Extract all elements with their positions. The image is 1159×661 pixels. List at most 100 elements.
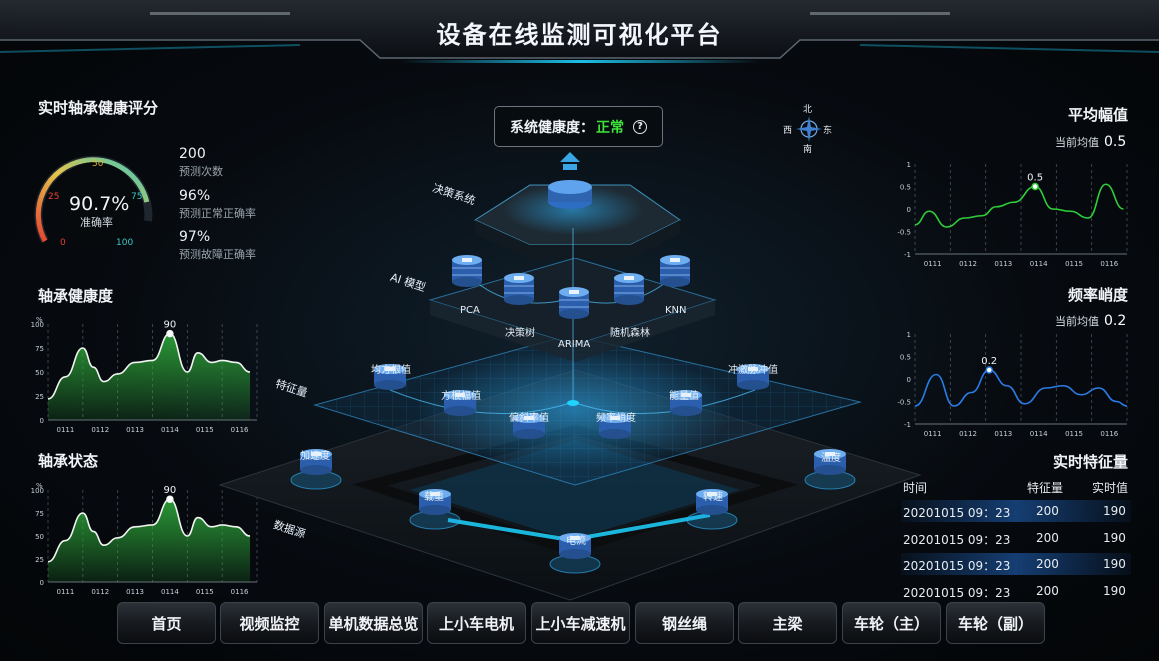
nav-trolley-motor[interactable]: 上小车电机: [427, 602, 526, 644]
compass-north: 北: [803, 105, 813, 115]
table-cell-feature: 200: [1036, 504, 1059, 518]
annotation-point[interactable]: [1031, 182, 1039, 191]
series-area: [48, 333, 251, 420]
amp-current-label: 当前均值: [1055, 136, 1099, 149]
gauge-tick-75: 75: [131, 192, 143, 202]
header-frame: [0, 0, 1159, 63]
y-tick-label: 0.5: [900, 354, 911, 362]
nav-wire-rope[interactable]: 钢丝绳: [635, 602, 734, 644]
stat-fault-label: 预测故障正确率: [179, 248, 256, 261]
nav-wheel-aux[interactable]: 车轮（副）: [946, 602, 1045, 644]
y-tick-label: 0: [907, 206, 911, 214]
table-cell-value: 190: [1103, 584, 1126, 598]
table-title: 实时特征量: [1053, 453, 1129, 471]
series-line: [47, 498, 251, 563]
feature-label: 方根幅值: [441, 391, 481, 402]
gauge-value: 90.7%: [69, 193, 130, 215]
nav-home[interactable]: 首页: [117, 602, 216, 644]
amp-current-value: 0.5: [1104, 134, 1127, 150]
y-tick-label: 50: [35, 369, 44, 377]
feature-node-icon[interactable]: [666, 387, 706, 421]
source-sensor-icon[interactable]: [686, 486, 738, 530]
system-health-status: 系统健康度： 正常 ?: [494, 106, 663, 147]
nav-main-beam[interactable]: 主梁: [738, 602, 837, 644]
table-row[interactable]: 20201015 09：23 200 190: [901, 527, 1131, 549]
table-cell-time: 20201015 09：23: [903, 559, 1011, 573]
stat-normal-label: 预测正常正确率: [179, 207, 256, 220]
ai-model-db-icon[interactable]: [449, 254, 485, 290]
help-icon[interactable]: ?: [633, 119, 647, 134]
y-tick-label: 100: [31, 487, 44, 495]
annotation-label: 0.2: [981, 356, 997, 367]
nav-trolley-reducer[interactable]: 上小车减速机: [531, 602, 630, 644]
annotation-point[interactable]: [166, 495, 174, 503]
feature-label: 频率峭度: [596, 413, 636, 424]
nav-overview[interactable]: 单机数据总览: [324, 602, 423, 644]
feature-node-icon[interactable]: [440, 387, 480, 421]
x-tick-label: 0111: [924, 430, 942, 438]
nav-wheel-main[interactable]: 车轮（主）: [842, 602, 941, 644]
x-tick-label: 0112: [959, 430, 977, 438]
feature-node-icon[interactable]: [595, 410, 635, 444]
table-row[interactable]: 20201015 09：23 200 190: [901, 553, 1131, 575]
compass-icon: [796, 116, 822, 142]
state-panel-title: 轴承状态: [38, 452, 99, 470]
table-cell-feature: 200: [1036, 531, 1059, 545]
x-tick-label: 0115: [1065, 260, 1083, 268]
annotation-label: 90: [164, 320, 177, 331]
x-tick-label: 0114: [1030, 430, 1048, 438]
ai-model-label: KNN: [665, 305, 687, 316]
series-area: [48, 499, 251, 582]
amp-current: 当前均值 0.5: [1055, 134, 1126, 150]
feature-node-icon[interactable]: [509, 410, 549, 444]
nav-video[interactable]: 视频监控: [220, 602, 319, 644]
x-tick-label: 0111: [57, 588, 75, 596]
table-cell-value: 190: [1103, 557, 1126, 571]
annotation-point[interactable]: [985, 366, 993, 374]
x-tick-label: 0113: [126, 426, 144, 434]
annotation-point[interactable]: [166, 329, 174, 338]
x-tick-label: 0115: [1065, 430, 1083, 438]
series-line: [47, 332, 251, 400]
source-sensor-icon[interactable]: [549, 530, 601, 574]
gauge-tick-100: 100: [116, 238, 134, 248]
x-tick-label: 0116: [1100, 430, 1118, 438]
y-tick-label: -0.5: [897, 399, 911, 407]
compass-east: 东: [823, 126, 833, 136]
source-label: 转速: [703, 492, 723, 503]
feature-label: 偏斜率值: [509, 413, 549, 424]
y-tick-label: 75: [35, 345, 44, 353]
source-sensor-icon[interactable]: [804, 446, 856, 490]
ai-model-db-icon[interactable]: [501, 272, 537, 308]
x-tick-label: 0112: [91, 426, 109, 434]
ai-model-label: PCA: [460, 305, 480, 316]
x-tick-label: 0114: [161, 588, 179, 596]
source-sensor-icon[interactable]: [290, 446, 342, 490]
feature-node-icon[interactable]: [733, 361, 773, 395]
x-tick-label: 0113: [994, 260, 1012, 268]
feature-node-icon[interactable]: [370, 361, 410, 395]
stat-count-label: 预测次数: [179, 165, 223, 178]
table-row[interactable]: 20201015 09：23 200 190: [901, 500, 1131, 522]
ai-model-db-icon[interactable]: [611, 272, 647, 308]
score-panel-title: 实时轴承健康评分: [38, 99, 159, 117]
y-tick-label: 1: [907, 331, 911, 339]
ai-model-db-icon[interactable]: [556, 286, 592, 322]
table-row[interactable]: 20201015 09：23 200 190: [901, 580, 1131, 602]
x-tick-label: 0116: [1100, 260, 1118, 268]
stat-fault-value: 97%: [179, 229, 211, 245]
x-tick-label: 0112: [91, 588, 109, 596]
series-line: [914, 369, 1128, 407]
table-header-time: 时间: [903, 481, 928, 495]
x-tick-label: 0116: [231, 426, 249, 434]
x-tick-label: 0111: [924, 260, 942, 268]
table-cell-value: 190: [1103, 504, 1126, 518]
ai-model-db-icon[interactable]: [657, 254, 693, 290]
feature-label: 能量值: [669, 391, 699, 402]
feature-label: 均方根值: [371, 365, 411, 376]
source-sensor-icon[interactable]: [409, 486, 461, 530]
